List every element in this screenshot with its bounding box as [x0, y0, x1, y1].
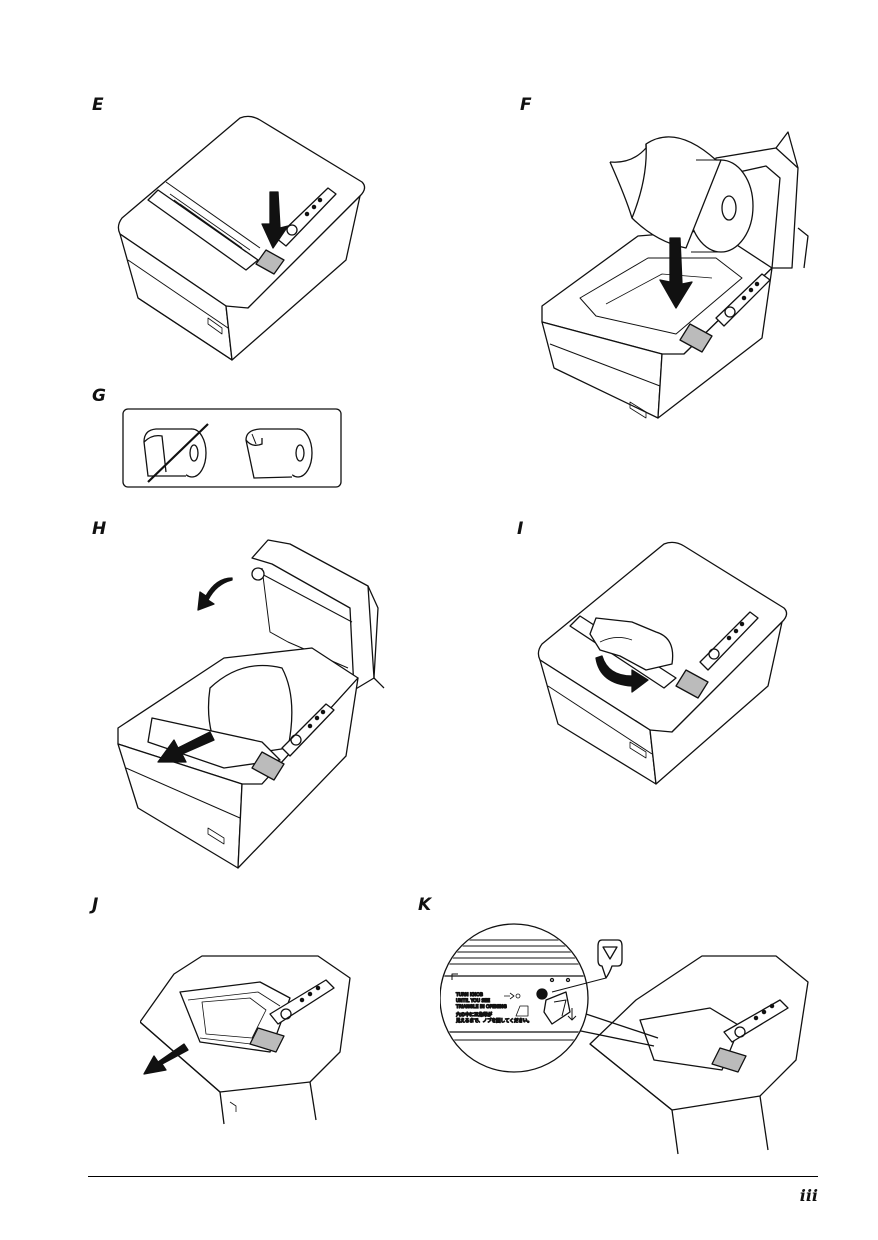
figure-label-j: J — [92, 895, 99, 915]
sticker-line-3: TRIANGLE IN OPENING — [455, 1004, 507, 1010]
figure-label-f: F — [520, 95, 532, 115]
figure-label-g: G — [92, 386, 106, 406]
sticker-line-2: UNTIL YOU SEE — [456, 998, 490, 1004]
figure-j-autocutter-cover — [140, 952, 355, 1127]
footer-rule — [88, 1176, 818, 1177]
page-number: iii — [799, 1186, 818, 1205]
triangle-indicator-icon — [597, 939, 623, 979]
correct-roll-icon — [245, 428, 313, 479]
figure-label-i: I — [517, 519, 524, 539]
sticker-line-1: TURN KNOB — [455, 992, 483, 998]
figure-f-insert-roll-paper — [536, 118, 826, 453]
figure-label-e: E — [92, 95, 104, 115]
figure-label-h: H — [92, 519, 107, 539]
figure-h-pull-paper — [112, 528, 392, 878]
sticker-line-5: 見えるまで、ノブを回してください。 — [456, 1017, 532, 1024]
wrong-roll-icon — [143, 423, 209, 483]
figure-g-roll-orientation — [122, 408, 344, 490]
figure-e-printer-closed — [110, 110, 380, 370]
figure-k-turn-knob: TURN KNOB UNTIL YOU SEE TRIANGLE IN OPEN… — [440, 920, 812, 1156]
sticker-line-4: 穴の中に三角印が — [456, 1011, 492, 1018]
figure-label-k: K — [418, 895, 432, 915]
figure-i-close-cover — [536, 538, 806, 794]
